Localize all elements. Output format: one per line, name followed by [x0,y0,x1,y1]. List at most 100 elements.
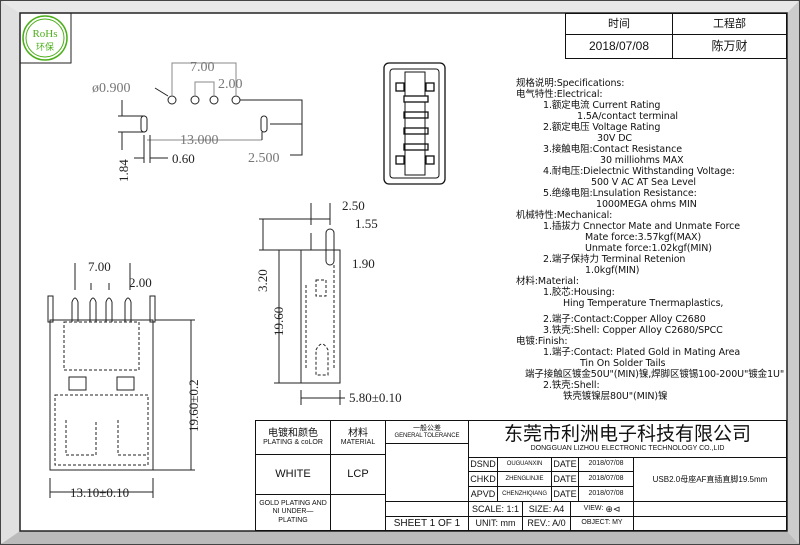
dim-pitch: 2.00 [218,77,243,92]
dim-side-5-80: 5.80±0.10 [349,390,402,405]
spec-line: 1.0kgf(MIN) [585,265,640,276]
dim-side-1-55: 1.55 [355,216,378,231]
spec-line: 2.铁壳:Shell: [543,380,600,391]
rohs-logo-text: RoHs [32,28,57,40]
spec-line: 规格说明:Specifications: [516,78,625,89]
color-value: WHITE [255,454,331,495]
header-time: 时间 [565,13,673,35]
dim-pitch-total: 7.00 [190,60,215,75]
spec-line: 1.额定电流 Current Rating [543,100,661,111]
dim-front-pitch: 2.00 [129,275,152,290]
approval-engineer: 陈万财 [672,34,787,59]
plating-value: GOLD PLATING AND NI UNDER—PLATING [255,494,331,531]
spec-line: 5.绝缘电阻:Lnsulation Resistance: [543,188,697,199]
spec-line: 2.额定电压 Voltage Rating [543,122,661,133]
spec-line: 材料:Material: [516,276,579,287]
dim-slot-length: 1.84 [116,159,131,182]
spec-line: 500 V AC AT Sea Level [591,177,696,188]
dim-span: 13.000 [180,133,219,148]
date-dsnd: 2018/07/08 [578,457,634,472]
plating-header: 电镀和颜色 PLATING & coLOR [255,420,331,455]
tolerance-header-cn: 一般公差 [413,424,441,432]
tolerance-blank [385,501,469,517]
material-value: LCP [330,454,386,495]
approval-date: 2018/07/08 [565,34,673,59]
spec-line: 1.端子:Contact: Plated Gold in Mating Area [543,347,741,358]
tolerance-header-en: GENERAL TOLERANCE [394,432,460,439]
material-blank [330,494,386,531]
role-apvd: APVD [468,486,498,502]
dim-front-pitch-total: 7.00 [88,259,111,274]
spec-line: Hing Temperature Tnermaplastics, [563,298,724,309]
revision: REV.: A/0 [522,516,571,531]
dim-front-height: 19.60±0.2 [186,379,201,432]
role-chkd: CHKD [468,471,498,487]
date-label-apvd: DATE [551,486,579,502]
date-label-dsnd: DATE [551,457,579,472]
side-view [259,203,345,405]
tolerance-header: 一般公差 GENERAL TOLERANCE [385,420,469,444]
spec-line: 30 milliohms MAX [600,155,684,166]
company-name-en: DONGGUAN LIZHOU ELECTRONIC TECHNOLOGY CO… [530,444,725,452]
spec-line: 机械特性:Mechanical: [516,210,613,221]
spec-line: Unmate force:1.02kgf(MIN) [585,243,712,254]
material-header-cn: 材料 [348,427,368,439]
spec-line: 2.端子:Contact:Copper Alloy C2680 [543,314,706,325]
spec-line: Tin On Solder Tails [580,358,666,369]
material-header-en: MATERIAL [340,439,376,447]
pcb-footprint-view [118,62,303,163]
unit-row-blank [633,516,787,531]
view: VIEW: ⊕⊲ [570,501,634,517]
date-label-chkd: DATE [551,471,579,487]
unit: UNIT: mm [468,516,523,531]
rohs-logo-text-cn: 环保 [36,41,54,53]
dim-side-3-20: 3.20 [255,269,270,292]
name-dsnd: OUGUANXIN [497,457,552,472]
dim-hole-diameter: ø0.900 [92,81,131,96]
date-chkd: 2018/07/08 [578,471,634,487]
spec-line: Mate force:3.57kgf(MAX) [585,232,702,243]
frame-bevel-top [1,1,799,13]
size: SIZE: A4 [522,501,571,517]
spec-line: 3.接触电阻:Contact Resistance [543,144,682,155]
dim-offset: 2.500 [248,151,280,166]
plating-header-en: PLATING & coLOR [263,439,323,447]
name-chkd: ZHENGLINJIE [497,471,552,487]
spec-line: 1.插拔力 Cnnector Mate and Unmate Force [543,221,741,232]
dim-side-2-50: 2.50 [342,198,365,213]
spec-line: 30V DC [597,133,632,144]
spec-line: 2.端子保持力 Terminal Retenion [543,254,686,265]
spec-line: 1.胶芯:Housing: [543,287,615,298]
dim-slot-width: 0.60 [172,151,195,166]
role-dsnd: DSND [468,457,498,472]
spec-line: 1.5A/contact terminal [577,111,678,122]
frame-bevel-bottom [1,531,799,544]
header-engineering: 工程部 [672,13,787,35]
front-view [47,263,195,498]
name-apvd: CHENZHIQIANG [497,486,552,502]
projection-symbol-icon: ⊕⊲ [605,503,621,514]
company-header: 东莞市利洲电子科技有限公司 DONGGUAN LIZHOU ELECTRONIC… [468,420,787,458]
date-apvd: 2018/07/08 [578,486,634,502]
scale-row-blank [633,501,787,517]
spec-line: 1000MEGA ohms MIN [596,199,697,210]
view-label: VIEW: [583,504,604,512]
spec-line: 铁壳镀镍层80U"(MIN)镍 [563,391,668,402]
object: OBJECT: MY [570,516,634,531]
spec-line: 4.耐电压:Dielectnic Withstanding Voltage: [543,166,735,177]
spec-line: 电镀:Finish: [516,336,568,347]
dim-side-19-60: 19.60 [271,307,286,336]
spec-line: 端子接触区镀金50U"(MIN)镍,焊脚区镀锡100-200U"镀金1U" [525,369,785,380]
frame-bevel-right [787,1,799,544]
connector-face-view [383,62,446,185]
spec-line: 3.铁壳:Shell: Copper Alloy C2680/SPCC [543,325,723,336]
frame-bevel-left [1,1,20,544]
rohs-logo: RoHs 环保 [22,15,68,61]
rohs-box [19,12,72,64]
dim-front-width: 13.10±0.10 [70,485,129,500]
sheet-number: SHEET 1 OF 1 [385,516,469,531]
part-title: USB2.0母座AF直插直脚19.5mm [633,457,787,502]
company-name-cn: 东莞市利洲电子科技有限公司 [503,423,751,445]
scale: SCALE: 1:1 [468,501,523,517]
